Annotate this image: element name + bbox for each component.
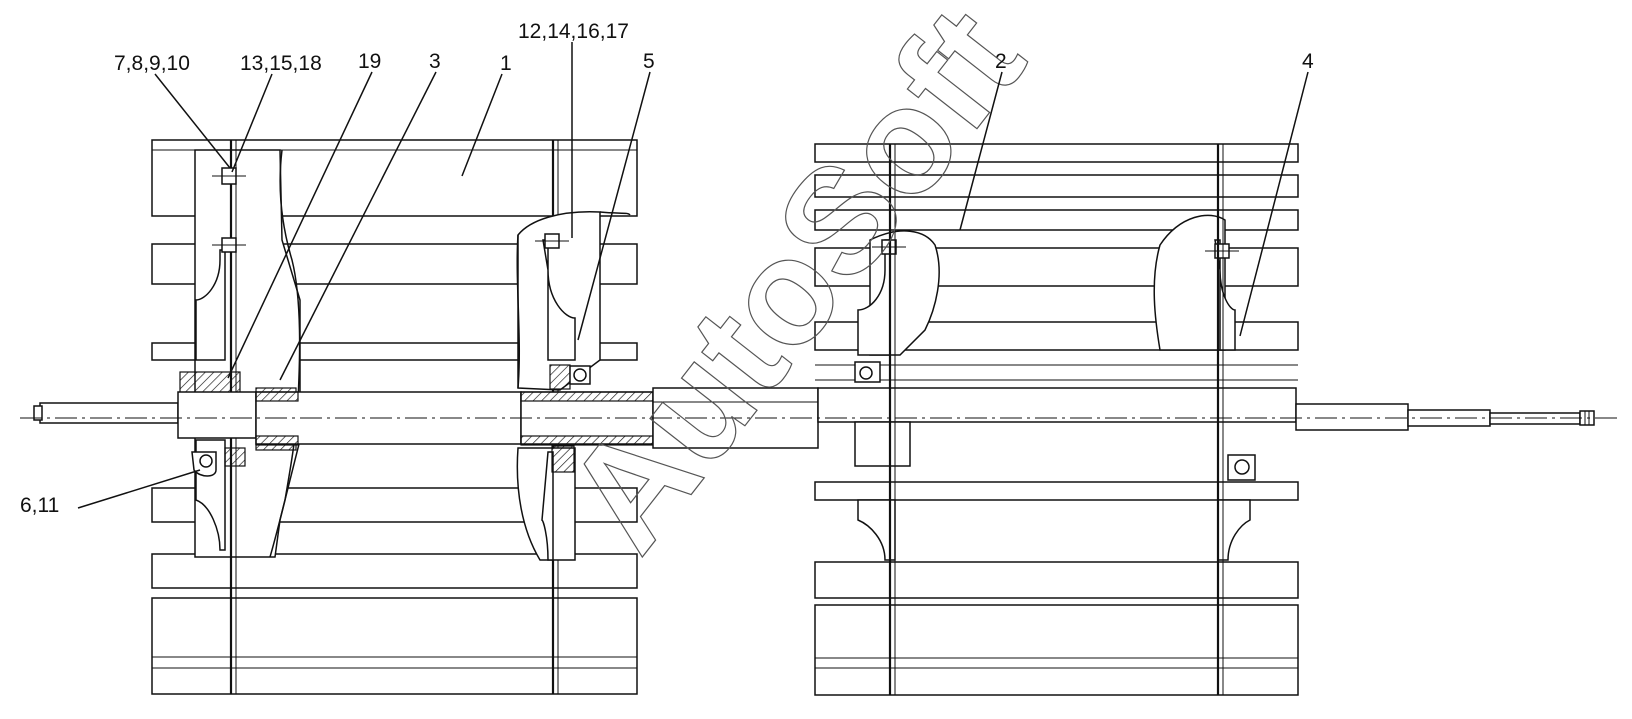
callout-3: 3	[429, 50, 441, 73]
right-drum	[814, 143, 1299, 696]
left-slat-bottom	[151, 597, 638, 695]
left-drum	[151, 139, 638, 695]
right-slat-top	[814, 143, 1299, 163]
left-slat-4	[151, 487, 638, 523]
callout-1: 1	[500, 52, 512, 75]
left-lug	[191, 451, 217, 477]
right-slat-bottom	[814, 604, 1299, 696]
callout-5: 5	[643, 50, 655, 73]
callout-6-11: 6,11	[20, 494, 59, 517]
right-drum-lug-right	[1227, 454, 1256, 481]
callout-labels: 7,8,9,10 13,15,18 19 3 1 12,14,16,17 5 2…	[20, 20, 1314, 517]
left-slat-5	[151, 553, 638, 589]
callout-13-15-18: 13,15,18	[240, 52, 322, 75]
leader-lines	[77, 42, 1309, 509]
main-shaft	[20, 387, 1620, 467]
left-hub-section-top	[179, 371, 241, 395]
left-drum-lug-right	[569, 365, 591, 385]
left-slat-top	[151, 139, 638, 217]
left-drum-right-hub	[516, 211, 631, 561]
callout-2: 2	[995, 50, 1007, 73]
left-slat-2	[151, 243, 638, 285]
watermark-text: AutoSoft	[533, 0, 1055, 580]
callout-4: 4	[1302, 50, 1314, 73]
left-slat-3	[151, 342, 638, 361]
callout-12-14-16-17: 12,14,16,17	[518, 20, 629, 43]
right-bolt-left-drum	[535, 233, 569, 249]
left-bolt-lower	[212, 237, 246, 253]
right-drum-lug-left	[854, 361, 881, 383]
callout-19: 19	[358, 50, 381, 73]
left-hub-section-bottom	[224, 447, 246, 467]
callout-7-8-9-10: 7,8,9,10	[114, 52, 190, 75]
